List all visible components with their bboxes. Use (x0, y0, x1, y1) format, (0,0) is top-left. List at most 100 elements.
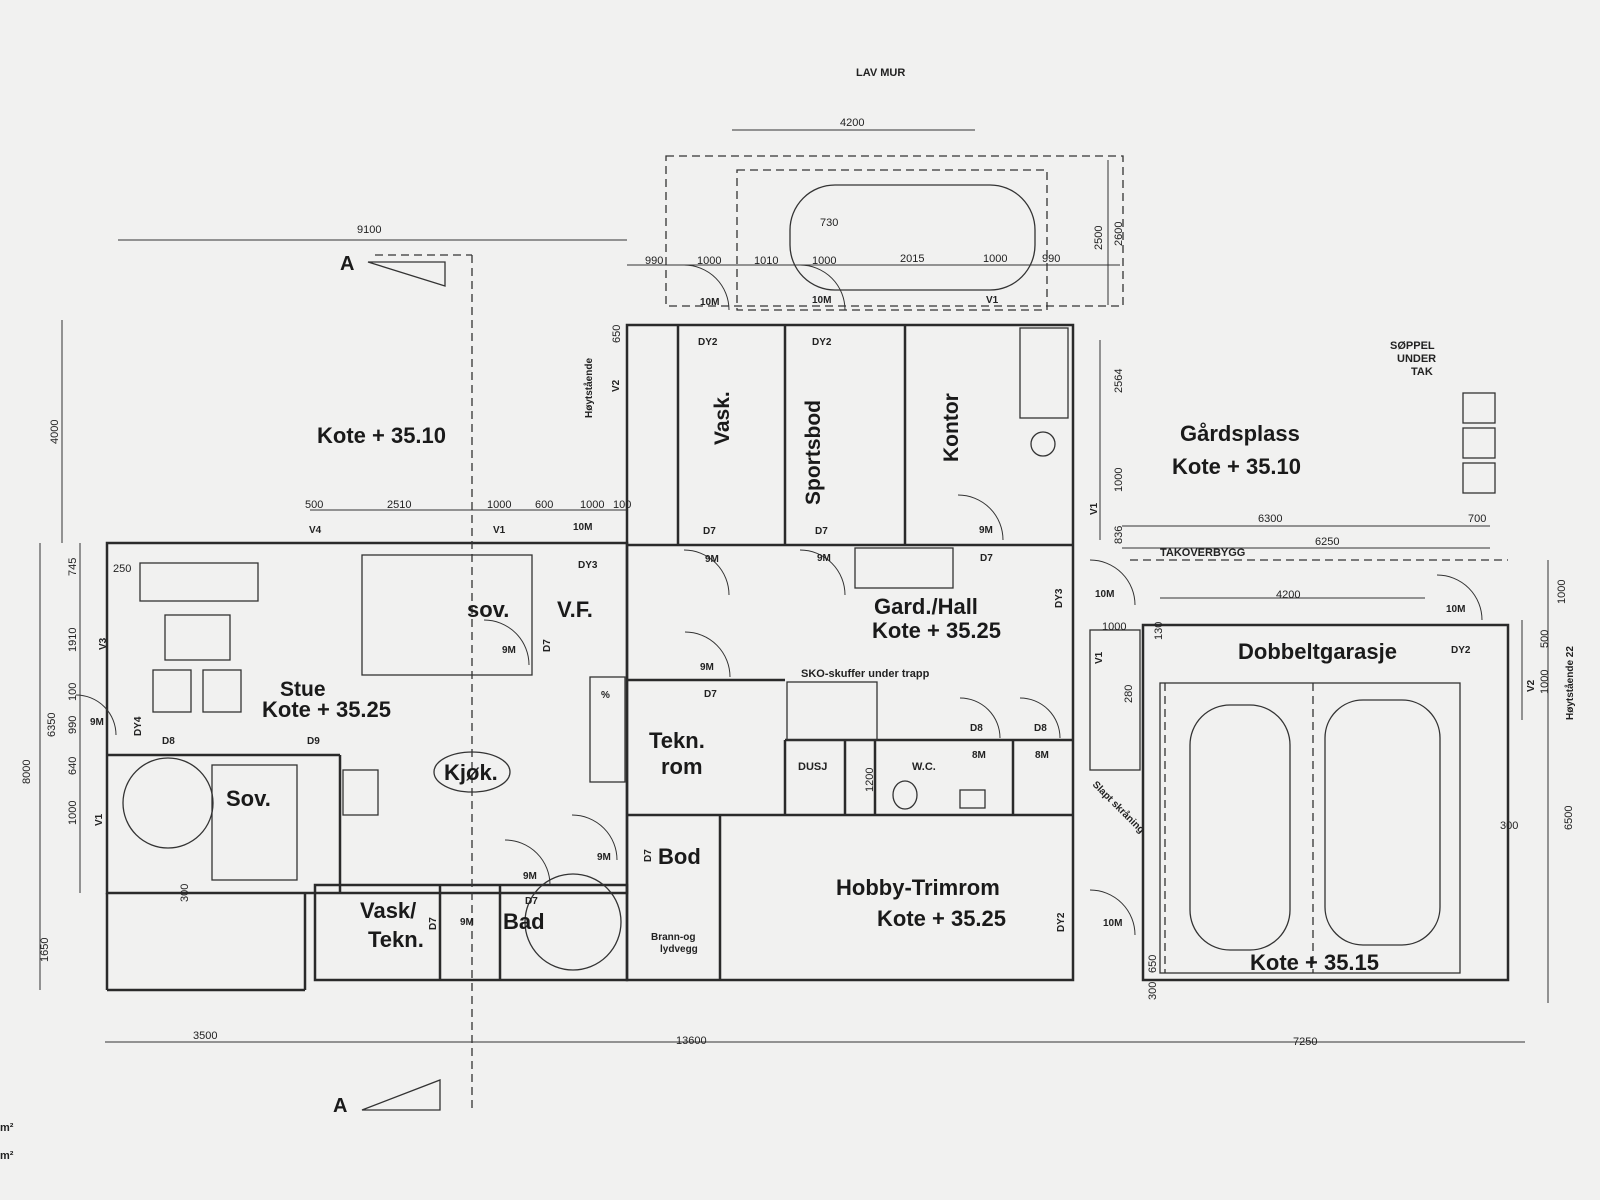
tag-9m-a: 9M (705, 554, 719, 565)
tag-d7-hall: D7 (980, 553, 993, 564)
tag-v1-stair: V1 (1094, 651, 1105, 664)
dim-650-a: 650 (611, 325, 623, 343)
notes: LAV MUR SØPPEL UNDER TAK TAKOVERBYGG SKO… (0, 67, 1576, 1162)
dim-990-a: 990 (645, 255, 663, 267)
dim-650-b: 650 (1147, 955, 1159, 973)
tag-d7-sov: D7 (542, 639, 553, 652)
note-soppel-3: TAK (1411, 366, 1433, 378)
vask-tekn-line2: Tekn. (368, 927, 424, 952)
dim-1000-c: 1000 (983, 253, 1007, 265)
tekn-rom-line1: Tekn. (649, 728, 705, 753)
garage-name: Dobbeltgarasje (1238, 639, 1397, 664)
note-sko: SKO-skuffer under trapp (801, 668, 930, 680)
tag-v1-left: V1 (493, 525, 506, 536)
room-sportsbod: Sportsbod (802, 400, 825, 505)
dim-1200: 1200 (864, 768, 876, 792)
note-soppel-2: UNDER (1397, 353, 1436, 365)
hobby-name: Hobby-Trimrom (836, 875, 1000, 900)
dim-990-c: 990 (67, 716, 79, 734)
room-bad: Bad (503, 909, 545, 934)
tag-9m-f: 9M (90, 717, 104, 728)
dim-1010: 1010 (754, 255, 778, 267)
stue-name: Stue (280, 678, 326, 701)
tag-d7-tekn: D7 (704, 689, 717, 700)
furniture (122, 184, 1496, 971)
tag-v1-kontor: V1 (1089, 502, 1100, 515)
dim-300-c: 300 (1147, 982, 1159, 1000)
door-swings (75, 264, 1483, 936)
dim-6350: 6350 (46, 713, 58, 737)
dim-7250: 7250 (1293, 1036, 1317, 1048)
dim-1000-h: 1000 (67, 801, 79, 825)
dim-1000-f: 1000 (487, 499, 511, 511)
vask-tekn-line1: Vask/ (360, 898, 416, 923)
dim-640: 640 (67, 757, 79, 775)
tag-v1-car: V1 (986, 295, 999, 306)
dim-500-a: 500 (305, 499, 323, 511)
tag-d7-bad: D7 (525, 896, 538, 907)
dim-990-b: 990 (1042, 253, 1060, 265)
room-sov: Sov. (226, 786, 271, 811)
dim-1000-d: 1000 (1113, 468, 1125, 492)
dim-6250: 6250 (1315, 536, 1339, 548)
tekn-rom-line2: rom (661, 754, 703, 779)
dim-100: 100 (613, 499, 631, 511)
kote-left: Kote + 35.10 (317, 423, 446, 448)
dim-1000-i: 1000 (1556, 580, 1568, 604)
tag-10m-a: 10M (700, 297, 719, 308)
tag-d7-sportsbod: D7 (815, 526, 828, 537)
dim-4000: 4000 (49, 420, 61, 444)
section-a-bottom: A (333, 1095, 347, 1117)
tag-v4: V4 (309, 525, 322, 536)
tag-9m-g: 9M (597, 852, 611, 863)
note-m2-a: m² (0, 1122, 14, 1134)
note-skraning: Slapt skråning (1090, 779, 1147, 836)
tag-v3: V3 (98, 637, 109, 650)
dim-13600: 13600 (676, 1035, 707, 1047)
tag-d7-bod: D7 (643, 849, 654, 862)
room-kontor: Kontor (940, 393, 963, 462)
tag-dy2-hobby: DY2 (1056, 912, 1067, 932)
dim-700: 700 (1468, 513, 1486, 525)
dim-130: 130 (1153, 622, 1165, 640)
tag-d7-vask-tekn: D7 (428, 917, 439, 930)
tag-dy2-garage: DY2 (1451, 645, 1471, 656)
tag-9m-h: 9M (523, 871, 537, 882)
dim-836: 836 (1113, 526, 1125, 544)
dim-1000-a: 1000 (697, 255, 721, 267)
dim-1910: 1910 (67, 628, 79, 652)
tag-percent: % (601, 690, 610, 701)
hall-kote: Kote + 35.25 (872, 618, 1001, 643)
tag-d7-vask: D7 (703, 526, 716, 537)
dim-745: 745 (67, 558, 79, 576)
dim-1000-b: 1000 (812, 255, 836, 267)
tag-8m-b: 8M (1035, 750, 1049, 761)
dim-500-b: 500 (1539, 630, 1551, 648)
dim-6300: 6300 (1258, 513, 1282, 525)
dim-2500: 2500 (1093, 226, 1105, 250)
note-soppel-1: SØPPEL (1390, 340, 1435, 352)
dim-300-b: 300 (1500, 820, 1518, 832)
tag-8m-a: 8M (972, 750, 986, 761)
stue-kote: Kote + 35.25 (262, 697, 391, 722)
tag-10m-c: 10M (573, 522, 592, 533)
tag-d8-stue: D8 (162, 736, 175, 747)
note-m2-b: m² (0, 1150, 14, 1162)
dim-250: 250 (113, 563, 131, 575)
note-lav-mur: LAV MUR (856, 67, 905, 79)
dim-600: 600 (535, 499, 553, 511)
dimension-labels: 4200 9100 4000 990 1000 1010 1000 2015 1… (21, 117, 1575, 1048)
tag-9m-c: 9M (979, 525, 993, 536)
dim-9100: 9100 (357, 224, 381, 236)
dim-3500: 3500 (193, 1030, 217, 1042)
dashed-outlines (375, 155, 1508, 1110)
section-a-top: A (340, 253, 354, 275)
tag-d8-wc: D8 (1034, 723, 1047, 734)
dim-100-b: 100 (67, 683, 79, 701)
tag-v2-hoyt: V2 (611, 379, 622, 392)
dim-2015: 2015 (900, 253, 924, 265)
tag-d8-dusj: D8 (970, 723, 983, 734)
tag-10m-e: 10M (1446, 604, 1465, 615)
tag-dy4: DY4 (133, 716, 144, 736)
note-brann-1: Brann-og (651, 932, 695, 943)
